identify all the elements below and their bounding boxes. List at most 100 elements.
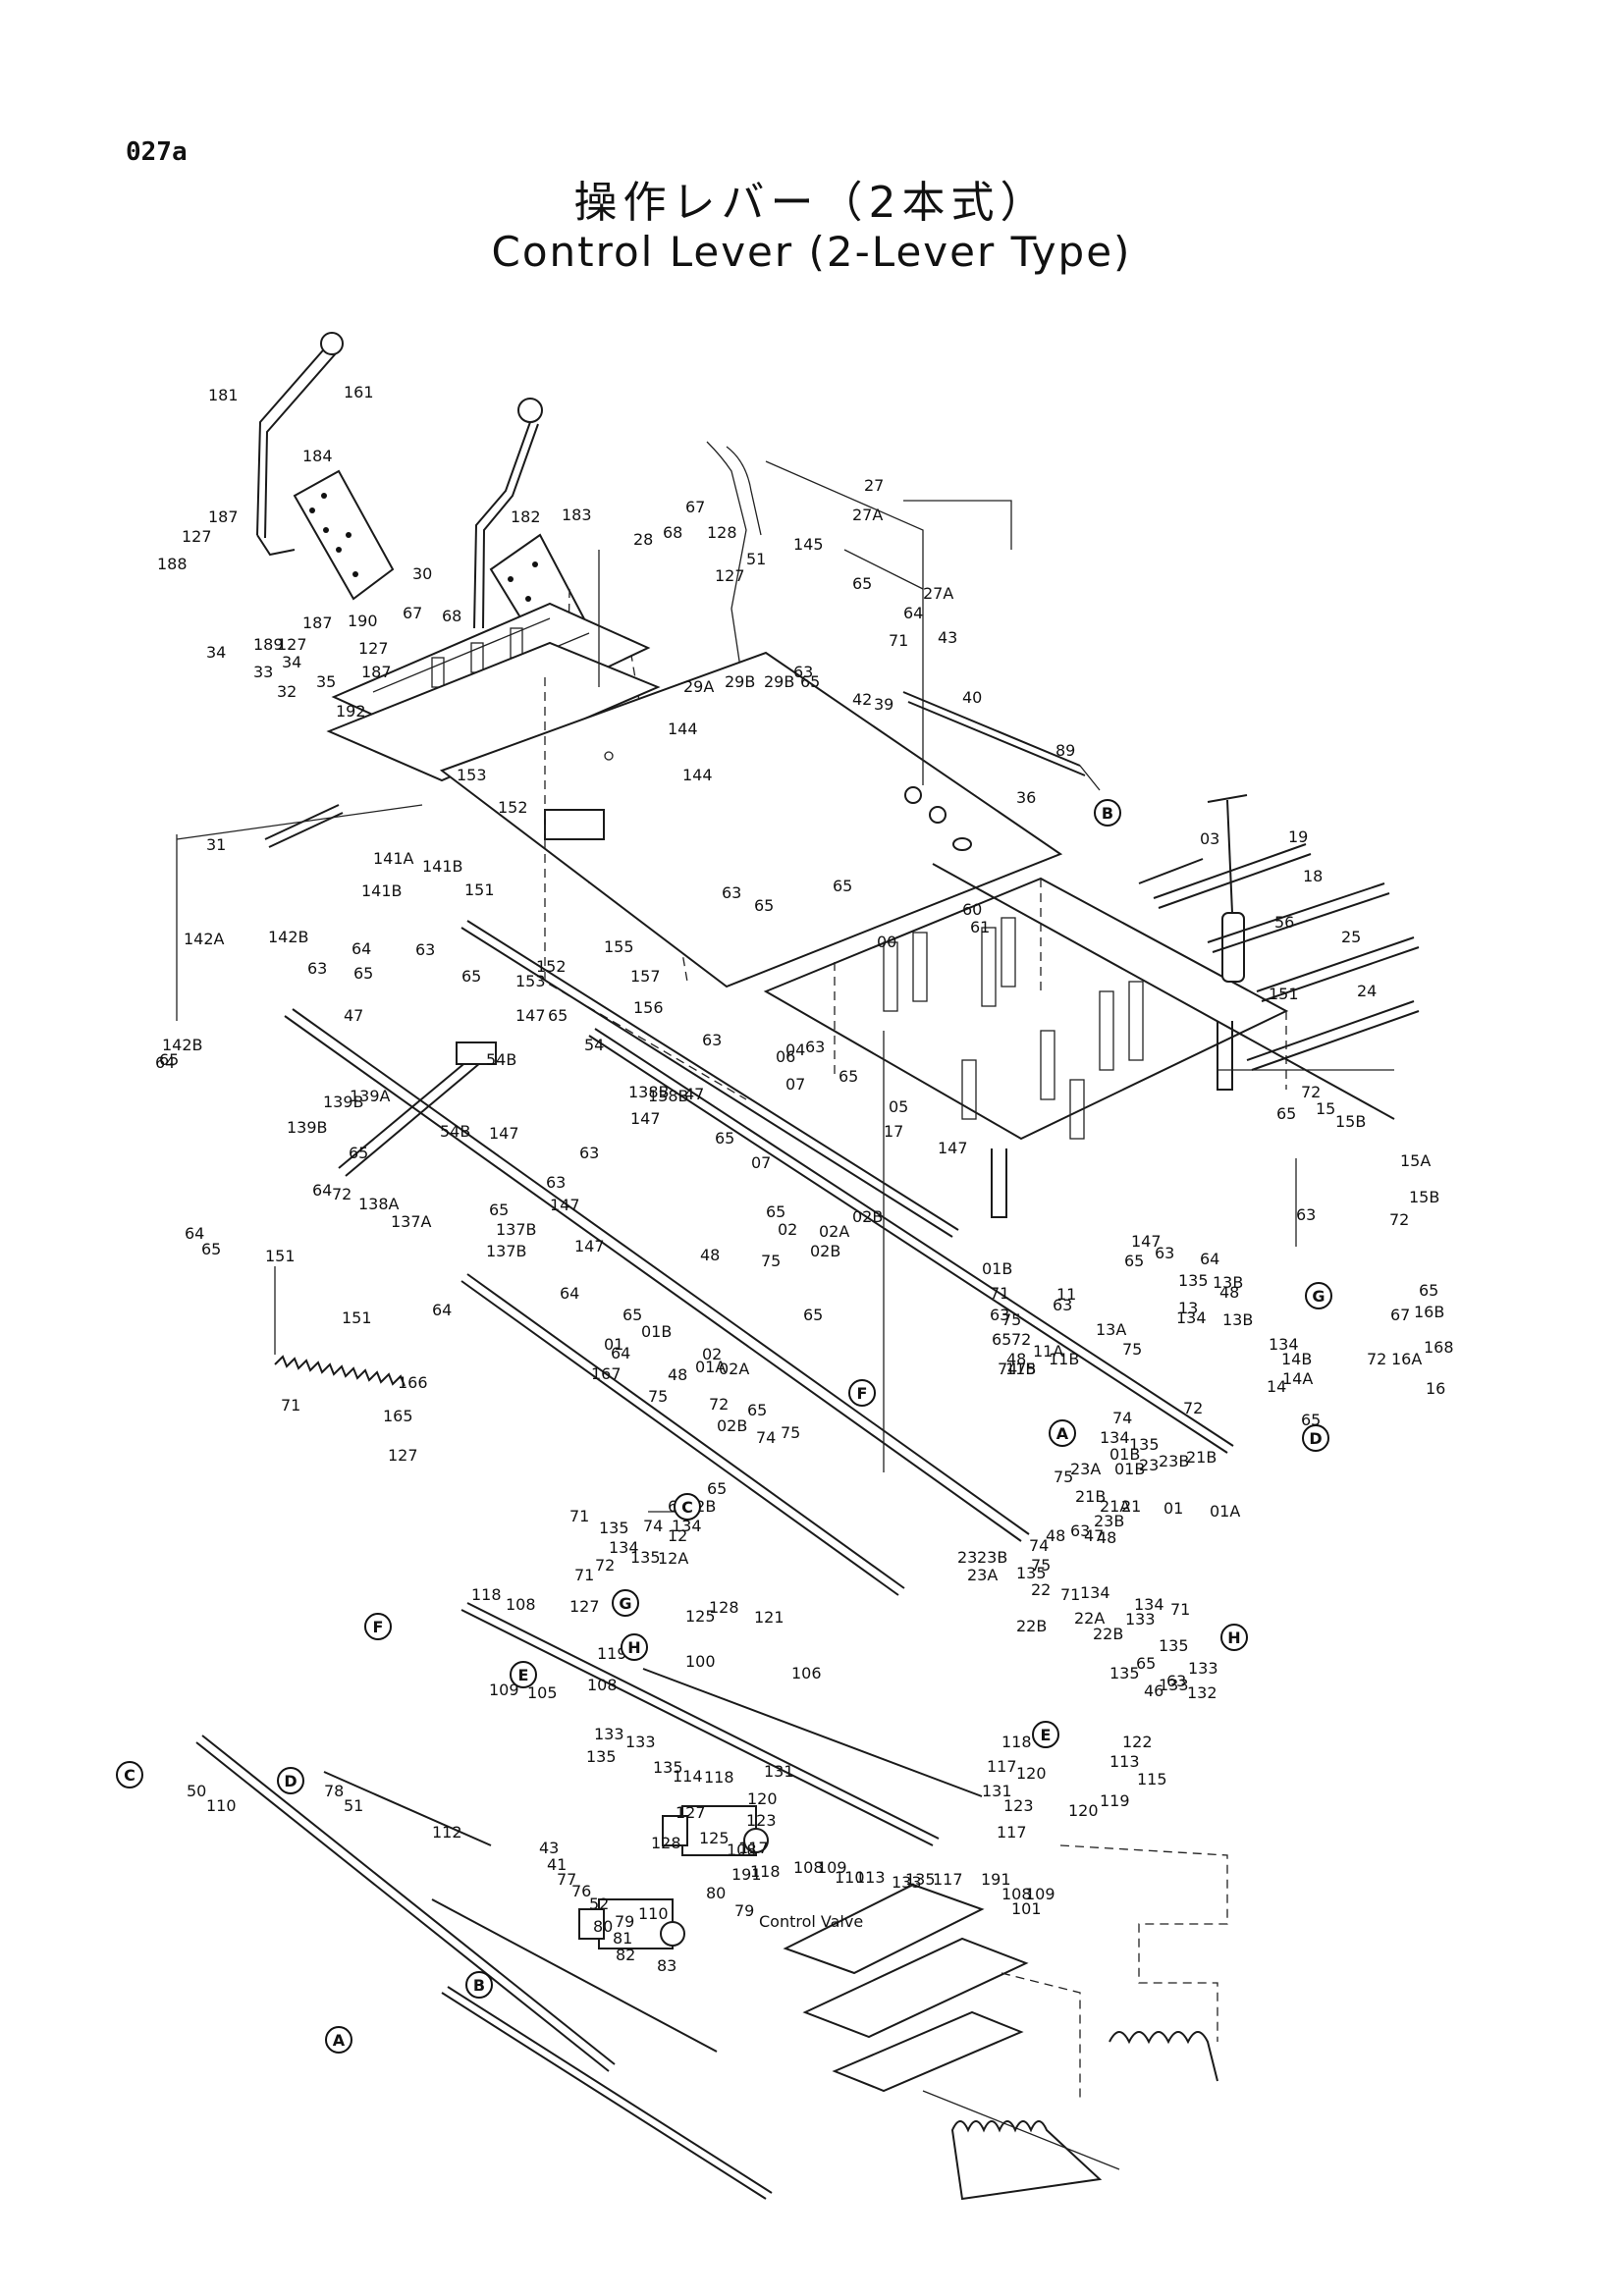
part-callout: 31 bbox=[206, 835, 226, 854]
part-callout: 63 bbox=[579, 1144, 599, 1162]
valve-mechanism-upper bbox=[662, 1805, 769, 1856]
part-callout: 75 bbox=[1031, 1556, 1051, 1575]
part-callout: 01 bbox=[1163, 1499, 1183, 1518]
part-callout: 71 bbox=[574, 1566, 594, 1584]
part-callout: 00 bbox=[877, 933, 896, 951]
part-callout: 63 bbox=[1053, 1296, 1072, 1314]
part-callout: 01B bbox=[1109, 1445, 1140, 1464]
part-callout: 161 bbox=[344, 383, 374, 401]
svg-text:A: A bbox=[1056, 1424, 1069, 1443]
part-callout: 22A bbox=[1074, 1609, 1105, 1628]
part-callout: 13B bbox=[1213, 1273, 1243, 1292]
part-callout: 138A bbox=[358, 1195, 400, 1213]
part-callout: 151 bbox=[1269, 985, 1299, 1003]
part-callout: 05 bbox=[889, 1097, 908, 1116]
part-callout: 108 bbox=[587, 1676, 618, 1694]
part-callout: 120 bbox=[1068, 1801, 1099, 1820]
part-callout: 131 bbox=[764, 1762, 794, 1781]
part-callout: 65 bbox=[715, 1129, 734, 1148]
part-callout: 141B bbox=[361, 881, 403, 900]
part-callout: 147 bbox=[630, 1109, 661, 1128]
part-callout: 72 bbox=[595, 1556, 615, 1575]
reference-marker-b: B bbox=[1094, 799, 1121, 827]
part-callout: 76 bbox=[571, 1882, 591, 1900]
part-callout: 110 bbox=[835, 1868, 865, 1887]
part-callout: 15B bbox=[1335, 1112, 1366, 1131]
part-callout: 108 bbox=[1001, 1885, 1032, 1903]
part-callout: 125 bbox=[699, 1829, 730, 1847]
part-callout: 60 bbox=[962, 900, 982, 919]
part-callout: 15A bbox=[1400, 1151, 1431, 1170]
svg-text:F: F bbox=[857, 1384, 868, 1403]
part-callout: 75 bbox=[1122, 1340, 1142, 1359]
part-callout: 75 bbox=[761, 1252, 781, 1270]
part-callout: 139B bbox=[287, 1118, 328, 1137]
part-callout: 166 bbox=[398, 1373, 428, 1392]
part-callout: 133 bbox=[1188, 1659, 1218, 1678]
part-callout: 110 bbox=[206, 1796, 237, 1815]
part-callout: 101 bbox=[1011, 1899, 1042, 1918]
part-callout: 13 bbox=[1178, 1299, 1198, 1317]
part-callout: 63 bbox=[702, 1031, 722, 1049]
part-callout: 184 bbox=[302, 447, 333, 465]
part-callout: 190 bbox=[348, 612, 378, 630]
part-callout: 21A bbox=[1100, 1497, 1130, 1516]
reference-marker-b: B bbox=[465, 1971, 493, 1999]
part-callout: 65 bbox=[800, 672, 820, 691]
part-callout: 65 bbox=[833, 877, 852, 895]
part-callout: 48 bbox=[1219, 1283, 1239, 1302]
part-callout: 108 bbox=[727, 1841, 757, 1859]
part-callout: 34 bbox=[206, 643, 226, 662]
part-callout: 56 bbox=[1274, 913, 1294, 932]
part-callout: 182 bbox=[511, 507, 541, 526]
part-callout: 02B bbox=[852, 1207, 883, 1226]
part-callout: 113 bbox=[855, 1868, 886, 1887]
part-callout: 118 bbox=[750, 1862, 781, 1881]
title-japanese: 操作レバー（2本式） bbox=[573, 178, 1050, 228]
part-callout: 183 bbox=[562, 506, 592, 524]
part-callout: 64 bbox=[432, 1301, 452, 1319]
part-callout: 135 bbox=[630, 1548, 661, 1567]
reference-marker-f: F bbox=[364, 1613, 392, 1640]
part-callout: 132 bbox=[1187, 1683, 1217, 1702]
part-callout: 25 bbox=[1341, 928, 1361, 946]
part-callout: 127 bbox=[715, 566, 745, 585]
part-callout: 11B bbox=[1049, 1350, 1079, 1368]
floor-plate-36 bbox=[439, 651, 1063, 988]
part-callout: 139A bbox=[350, 1087, 391, 1105]
part-callout: 11A bbox=[1033, 1342, 1063, 1361]
part-callout: 117 bbox=[997, 1823, 1027, 1842]
part-callout: 21B bbox=[1075, 1487, 1106, 1506]
part-callout: 07 bbox=[751, 1153, 771, 1172]
part-callout: 151 bbox=[464, 881, 495, 899]
part-callout: 65 bbox=[1124, 1252, 1144, 1270]
part-callout: 138B bbox=[628, 1083, 670, 1101]
part-callout: 48 bbox=[1046, 1526, 1065, 1545]
part-callout: 64 bbox=[185, 1224, 204, 1243]
part-callout: 121 bbox=[754, 1608, 784, 1627]
part-callout: 83 bbox=[657, 1956, 676, 1975]
part-callout: 65 bbox=[766, 1202, 785, 1221]
reference-marker-h: H bbox=[621, 1633, 648, 1661]
part-callout: 01B bbox=[1114, 1460, 1145, 1478]
part-callout: 72 bbox=[332, 1185, 352, 1203]
part-callout: 13A bbox=[1096, 1320, 1126, 1339]
part-callout: 29A bbox=[683, 677, 714, 696]
left-lever-assembly bbox=[256, 332, 395, 601]
part-callout: 72 bbox=[1183, 1399, 1203, 1417]
part-callout: 133 bbox=[594, 1725, 624, 1743]
part-callout: 65 bbox=[159, 1050, 179, 1069]
part-callout: 51 bbox=[344, 1796, 363, 1815]
part-callout: 27 bbox=[864, 476, 884, 495]
part-callout: 48 bbox=[700, 1246, 720, 1264]
part-callout: 187 bbox=[361, 663, 392, 681]
part-callout: 48 bbox=[1006, 1350, 1026, 1368]
part-callout: 77 bbox=[557, 1870, 576, 1889]
part-callout: 134 bbox=[1080, 1583, 1110, 1602]
part-callout: 65 bbox=[747, 1401, 767, 1419]
part-callout: 02 bbox=[778, 1220, 797, 1239]
part-callout: 71 bbox=[1060, 1585, 1080, 1604]
part-callout: 40 bbox=[962, 688, 982, 707]
base-bracket-110 bbox=[783, 1883, 1029, 2093]
part-callout: 80 bbox=[593, 1917, 613, 1936]
